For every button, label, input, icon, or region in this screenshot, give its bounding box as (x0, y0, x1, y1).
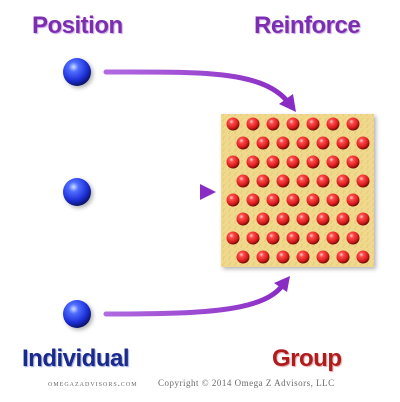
red-sphere-icon (316, 250, 330, 264)
red-sphere-icon (256, 136, 270, 150)
red-sphere-icon (246, 117, 260, 131)
red-sphere-icon (336, 250, 350, 264)
footer-copyright: Copyright © 2014 Omega Z Advisors, LLC (158, 378, 335, 388)
red-sphere-icon (336, 136, 350, 150)
blue-sphere-icon (63, 58, 91, 86)
individual-label: Individual (22, 345, 130, 372)
group-sphere-lattice (226, 117, 370, 264)
red-sphere-icon (316, 174, 330, 188)
group-label: Group (272, 345, 342, 372)
arrowhead-middle (200, 184, 216, 200)
arrow-bottom (103, 283, 285, 317)
red-sphere-icon (276, 174, 290, 188)
red-sphere-icon (276, 136, 290, 150)
red-sphere-icon (286, 117, 300, 131)
red-sphere-icon (356, 136, 370, 150)
red-sphere-icon (346, 193, 360, 207)
footer-site: omegazadvisors.com (48, 378, 138, 388)
red-sphere-icon (326, 193, 340, 207)
red-sphere-icon (266, 117, 280, 131)
red-sphere-icon (286, 155, 300, 169)
red-sphere-icon (316, 136, 330, 150)
red-sphere-icon (256, 212, 270, 226)
red-sphere-icon (336, 174, 350, 188)
red-sphere-icon (286, 231, 300, 245)
red-sphere-icon (306, 117, 320, 131)
red-sphere-icon (246, 193, 260, 207)
red-sphere-icon (226, 155, 240, 169)
red-sphere-icon (226, 193, 240, 207)
position-label: Position (32, 12, 123, 39)
red-sphere-icon (346, 117, 360, 131)
red-sphere-icon (236, 212, 250, 226)
red-sphere-icon (256, 250, 270, 264)
red-sphere-icon (286, 193, 300, 207)
red-sphere-icon (326, 231, 340, 245)
red-sphere-icon (336, 212, 350, 226)
individual-spheres (63, 58, 91, 328)
red-sphere-icon (226, 231, 240, 245)
red-sphere-icon (226, 117, 240, 131)
red-sphere-icon (356, 174, 370, 188)
blue-sphere-icon (63, 300, 91, 328)
red-sphere-icon (326, 155, 340, 169)
red-sphere-icon (256, 174, 270, 188)
red-sphere-icon (276, 212, 290, 226)
red-sphere-icon (266, 155, 280, 169)
red-sphere-icon (296, 174, 310, 188)
red-sphere-icon (306, 155, 320, 169)
red-sphere-icon (316, 212, 330, 226)
red-sphere-icon (246, 155, 260, 169)
red-sphere-icon (356, 250, 370, 264)
red-sphere-icon (276, 250, 290, 264)
red-sphere-icon (326, 117, 340, 131)
red-sphere-icon (356, 212, 370, 226)
blue-sphere-icon (63, 178, 91, 206)
red-sphere-icon (296, 136, 310, 150)
red-sphere-icon (346, 155, 360, 169)
red-sphere-icon (266, 231, 280, 245)
red-sphere-icon (306, 193, 320, 207)
red-sphere-icon (236, 250, 250, 264)
red-sphere-icon (306, 231, 320, 245)
red-sphere-icon (246, 231, 260, 245)
red-sphere-icon (266, 193, 280, 207)
reinforce-label: Reinforce (254, 12, 361, 39)
red-sphere-icon (296, 250, 310, 264)
arrowhead-top (279, 94, 296, 112)
red-sphere-icon (236, 136, 250, 150)
red-sphere-icon (236, 174, 250, 188)
red-sphere-icon (296, 212, 310, 226)
red-sphere-icon (346, 231, 360, 245)
arrowhead-bottom (274, 276, 290, 292)
arrow-top (103, 69, 291, 105)
